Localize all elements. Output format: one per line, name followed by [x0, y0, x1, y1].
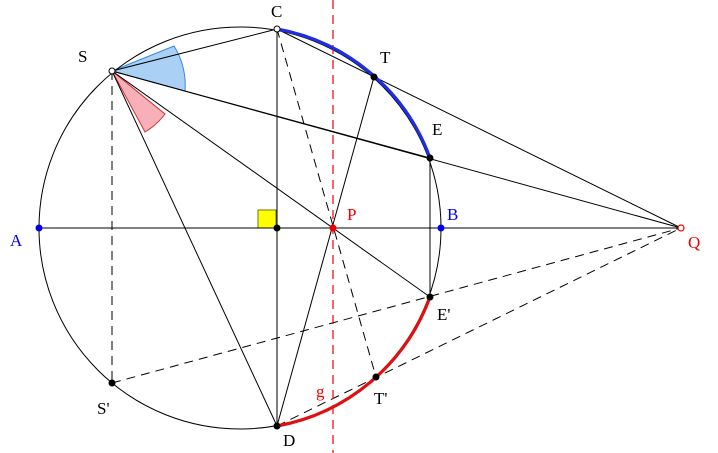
label-T-prime: T' — [374, 389, 387, 408]
right-angle-marker — [257, 209, 277, 229]
point-T-prime — [372, 373, 380, 381]
label-P: P — [347, 205, 356, 224]
point-T — [370, 73, 378, 81]
label-g: g — [316, 382, 325, 401]
label-S-prime: S' — [97, 399, 110, 418]
point-S — [108, 67, 116, 75]
line-S-E — [111, 70, 431, 159]
point-E — [426, 154, 434, 162]
line-S-D — [111, 70, 278, 427]
dashed-D-Q — [276, 227, 682, 427]
label-E-prime: E' — [437, 305, 450, 324]
dashed-Sprime-Q — [111, 227, 682, 384]
point-A — [35, 224, 43, 232]
line-C-Q — [276, 28, 682, 229]
point-B — [437, 224, 445, 232]
label-D: D — [283, 431, 295, 450]
label-Q: Q — [688, 233, 700, 252]
point-P — [329, 224, 337, 232]
point-Q — [677, 224, 685, 232]
arc-C-T-E-blue — [276, 27, 432, 159]
label-T: T — [380, 48, 391, 67]
label-E: E — [432, 120, 442, 139]
red-angle-marker — [111, 70, 166, 133]
line-S-C — [111, 28, 278, 72]
line-D-T — [276, 76, 375, 427]
label-A: A — [10, 231, 23, 250]
label-B: B — [447, 205, 458, 224]
point-C — [273, 25, 281, 33]
point-E-prime — [426, 293, 434, 301]
arc-Eprime-Tprime-D-red — [276, 296, 432, 428]
point-D — [273, 422, 281, 430]
dashed-C-Tprime — [276, 28, 377, 378]
point-S-prime — [108, 379, 116, 387]
label-S: S — [78, 47, 87, 66]
point-foot — [273, 224, 281, 232]
label-C: C — [271, 2, 282, 21]
line-S-Eprime — [111, 70, 431, 298]
